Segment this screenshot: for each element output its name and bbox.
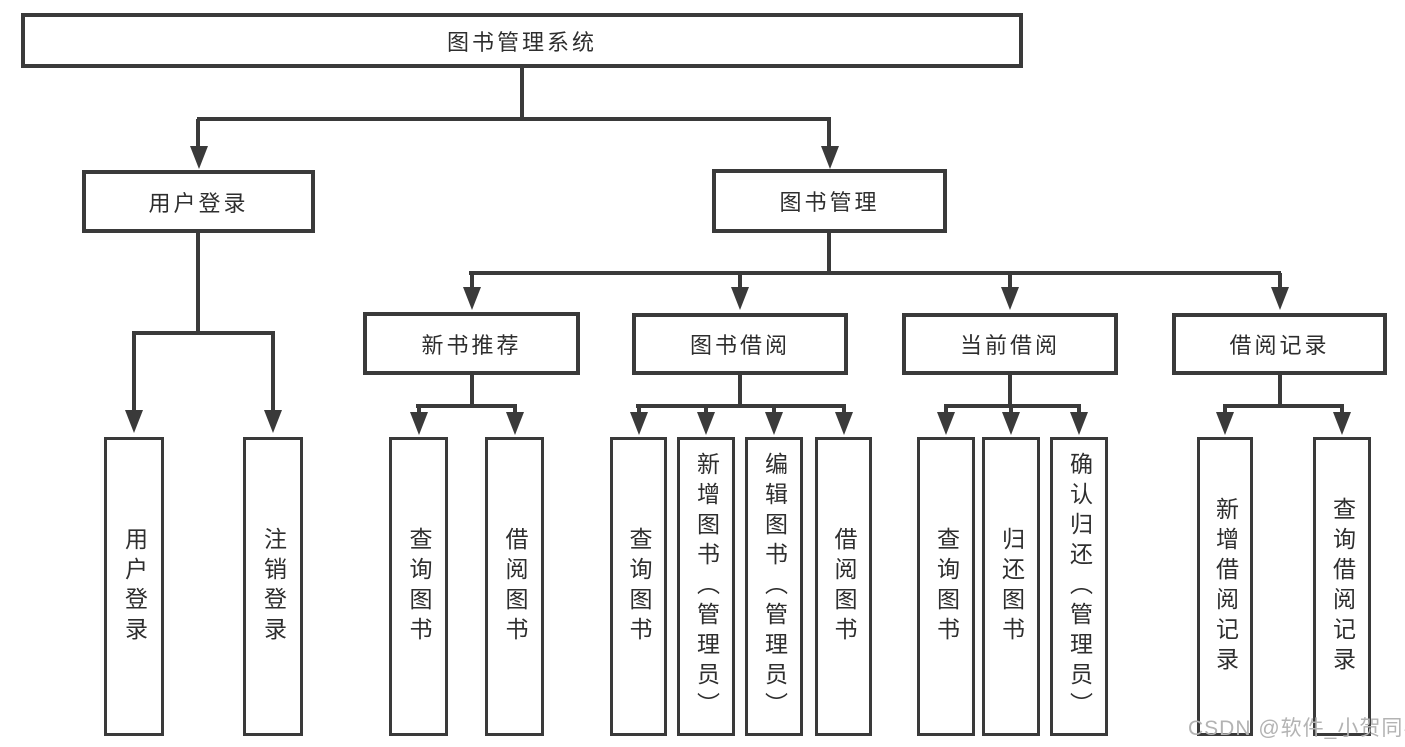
- connector-line: [827, 119, 831, 146]
- leaf-label: 注销登录: [260, 526, 287, 647]
- arrow-down-icon: [189, 146, 208, 169]
- connector-line: [1277, 375, 1282, 406]
- leaf-label: 新增借阅记录: [1212, 496, 1239, 677]
- leaf-label: 查询借阅记录: [1329, 496, 1356, 677]
- connector-line: [772, 406, 776, 414]
- connector-line: [469, 271, 1281, 275]
- leaf-query-books: 查询图书: [610, 437, 667, 736]
- arrow-down-icon: [629, 412, 648, 435]
- connector-line: [1009, 406, 1013, 414]
- connector-line: [271, 333, 275, 410]
- leaf-label: 编辑图书（管理员）: [761, 451, 788, 722]
- connector-line: [1223, 406, 1227, 414]
- leaf-borrow-books: 借阅图书: [485, 437, 544, 736]
- connector-line: [196, 119, 200, 146]
- arrow-down-icon: [820, 146, 839, 169]
- connector-line: [416, 406, 421, 414]
- node-new-book-recommend: 新书推荐: [363, 312, 580, 375]
- node-label: 图书管理系统: [446, 29, 597, 55]
- arrow-down-icon: [834, 412, 853, 435]
- connector-line: [512, 406, 517, 414]
- leaf-label: 查询图书: [933, 526, 960, 647]
- arrow-down-icon: [937, 412, 955, 435]
- leaf-label: 借阅图书: [502, 526, 528, 647]
- connector-line: [469, 273, 474, 287]
- connector-line: [738, 375, 742, 406]
- leaf-query-books: 查询图书: [389, 437, 448, 736]
- connector-line: [738, 273, 742, 287]
- connector-line: [520, 68, 524, 120]
- arrow-down-icon: [125, 410, 143, 433]
- node-user-login: 用户登录: [82, 170, 315, 233]
- connector-line: [636, 406, 641, 414]
- arrow-down-icon: [1333, 412, 1351, 435]
- arrow-down-icon: [1070, 412, 1088, 435]
- connector-line: [1008, 273, 1012, 287]
- connector-line: [841, 406, 846, 414]
- leaf-label: 借阅图书: [831, 526, 857, 647]
- arrow-down-icon: [697, 412, 715, 435]
- arrow-down-icon: [1001, 287, 1019, 310]
- node-label: 新书推荐: [421, 332, 522, 358]
- leaf-add-borrow-record: 新增借阅记录: [1197, 437, 1253, 736]
- node-borrow-records: 借阅记录: [1172, 313, 1387, 375]
- connector-line: [196, 233, 200, 334]
- connector-line: [197, 117, 831, 121]
- arrow-down-icon: [765, 412, 783, 435]
- node-current-borrow: 当前借阅: [902, 313, 1118, 375]
- arrow-down-icon: [1216, 412, 1234, 435]
- leaf-label: 用户登录: [121, 526, 148, 647]
- node-label: 借阅记录: [1229, 333, 1330, 358]
- connector-line: [1340, 406, 1344, 414]
- arrow-down-icon: [505, 412, 524, 435]
- leaf-edit-book-admin: 编辑图书（管理员）: [745, 437, 803, 736]
- connector-line: [132, 333, 136, 410]
- node-book-management: 图书管理: [712, 169, 947, 233]
- node-library-management-system: 图书管理系统: [21, 13, 1023, 68]
- arrow-down-icon: [731, 287, 749, 310]
- arrow-down-icon: [1270, 287, 1289, 310]
- connector-line: [132, 331, 275, 335]
- leaf-label: 确认归还（管理员）: [1066, 451, 1093, 722]
- connector-line: [416, 404, 517, 408]
- connector-line: [1223, 404, 1344, 408]
- leaf-return-books: 归还图书: [982, 437, 1040, 736]
- arrow-down-icon: [409, 412, 428, 435]
- node-label: 用户登录: [148, 190, 249, 216]
- csdn-watermark: CSDN @软件_小贺同学: [1188, 717, 1405, 740]
- connector-line: [1277, 273, 1282, 287]
- node-label: 当前借阅: [959, 333, 1060, 358]
- connector-line: [704, 406, 708, 414]
- leaf-label: 查询图书: [406, 526, 432, 647]
- leaf-add-book-admin: 新增图书（管理员）: [677, 437, 735, 736]
- leaf-query-books: 查询图书: [917, 437, 975, 736]
- leaf-label: 归还图书: [998, 526, 1025, 647]
- connector-line: [1077, 406, 1081, 414]
- connector-line: [1008, 375, 1012, 406]
- connector-line: [827, 233, 831, 273]
- arrow-down-icon: [1002, 412, 1020, 435]
- leaf-label: 新增图书（管理员）: [693, 451, 720, 722]
- connector-line: [636, 404, 846, 408]
- connector-line: [469, 375, 474, 406]
- leaf-user-login: 用户登录: [104, 437, 164, 736]
- leaf-query-borrow-record: 查询借阅记录: [1313, 437, 1371, 736]
- leaf-label: 查询图书: [626, 526, 652, 647]
- connector-line: [944, 406, 948, 414]
- arrow-down-icon: [264, 410, 282, 433]
- node-book-borrow: 图书借阅: [632, 313, 848, 375]
- node-label: 图书管理: [779, 190, 880, 215]
- node-label: 图书借阅: [689, 333, 790, 358]
- leaf-borrow-books: 借阅图书: [815, 437, 872, 736]
- leaf-logout: 注销登录: [243, 437, 303, 736]
- leaf-confirm-return-admin: 确认归还（管理员）: [1050, 437, 1108, 736]
- arrow-down-icon: [462, 287, 481, 310]
